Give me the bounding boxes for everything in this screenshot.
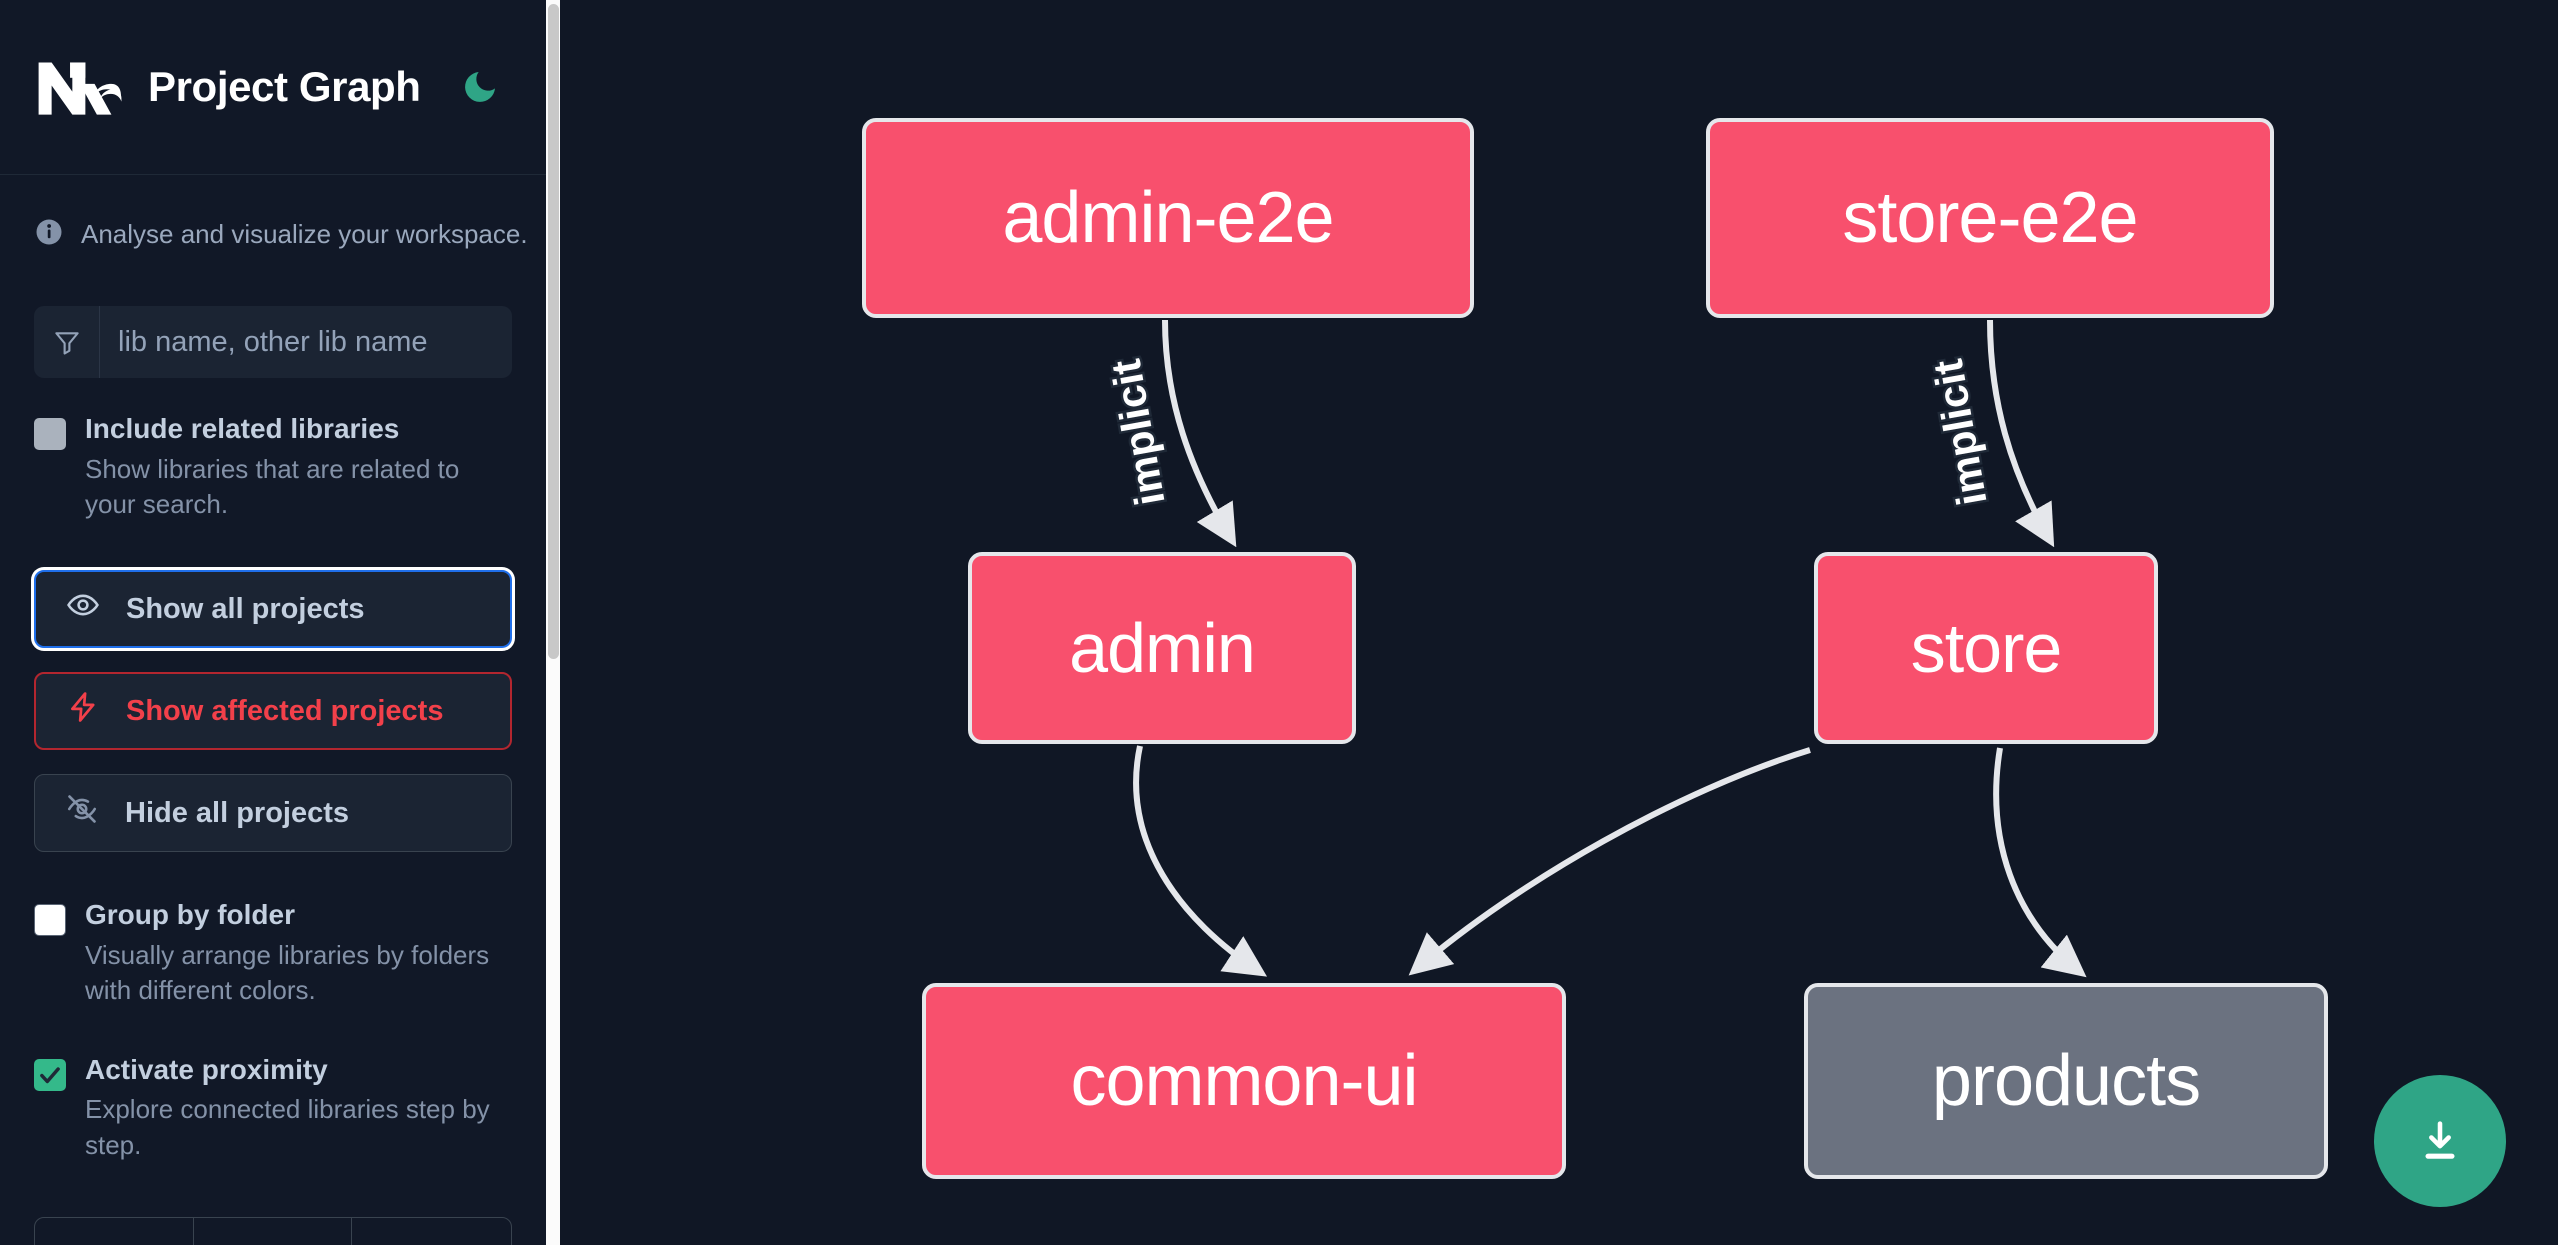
graph-node-label: store: [1910, 609, 2063, 687]
show-affected-projects-button[interactable]: Show affected projects: [34, 672, 512, 751]
sidebar-body: Include related libraries Show libraries…: [0, 306, 546, 1245]
group-by-folder-checkbox[interactable]: [34, 904, 66, 937]
hide-all-projects-label: Hide all projects: [125, 796, 350, 829]
nx-logo-icon: [34, 57, 126, 117]
option-activate-proximity[interactable]: Activate proximity Explore connected lib…: [34, 1053, 512, 1163]
search-filter-row[interactable]: [34, 306, 512, 378]
edge-admin-e2e-to-admin: [1162, 319, 1237, 548]
download-graph-button[interactable]: [2374, 1075, 2506, 1207]
edge-admin-to-common-ui: [1133, 745, 1268, 977]
option-label: Include related libraries: [85, 413, 400, 444]
graph-node-label: admin-e2e: [1002, 178, 1334, 258]
graph-canvas[interactable]: implicit implicit admin-e2e store-e2e admi…: [560, 0, 2558, 1245]
sidebar-header: Project Graph: [0, 0, 546, 175]
edge-store-to-products: [1993, 747, 2087, 978]
project-visibility-buttons: Show all projects Show affected projects: [34, 570, 512, 853]
graph-node-label: admin: [1069, 609, 1256, 687]
graph-node-label: products: [1931, 1041, 2201, 1121]
sidebar-scroll-pane: Project Graph Analyse and visualize yo: [0, 0, 546, 1245]
option-label: Group by folder: [85, 899, 295, 931]
graph-node-label: common-ui: [1070, 1041, 1418, 1121]
show-affected-projects-label: Show affected projects: [126, 694, 444, 727]
tagline-text: Analyse and visualize your workspace.: [81, 219, 528, 249]
show-all-projects-button[interactable]: Show all projects: [34, 570, 512, 649]
edge-store-to-common-ui: [1408, 747, 1811, 976]
filter-funnel-icon: [34, 306, 100, 378]
display-options: Group by folder Visually arrange librari…: [34, 898, 512, 1163]
edge-label-implicit-store: implicit: [1921, 354, 1998, 512]
graph-node-products[interactable]: products: [1804, 983, 2328, 1179]
graph-node-common-ui[interactable]: common-ui: [922, 983, 1566, 1179]
page-title: Project Graph: [148, 63, 421, 110]
include-related-libraries-checkbox[interactable]: [34, 418, 66, 450]
segment-2[interactable]: [194, 1217, 353, 1245]
hide-all-projects-button[interactable]: Hide all projects: [34, 774, 512, 853]
proximity-step-segmented-control[interactable]: [34, 1216, 512, 1245]
edge-label-text: implicit: [1102, 356, 1174, 509]
option-description: Explore connected libraries step by step…: [85, 1094, 490, 1160]
moon-icon[interactable]: [457, 64, 503, 110]
segment-1[interactable]: [35, 1217, 194, 1245]
edge-label-implicit-admin: implicit: [1099, 354, 1176, 512]
eye-icon: [66, 588, 100, 630]
graph-node-admin[interactable]: admin: [968, 552, 1356, 744]
sidebar-scrollbar-track[interactable]: [546, 0, 560, 1245]
edge-label-text: implicit: [1924, 356, 1996, 509]
activate-proximity-checkbox[interactable]: [34, 1058, 66, 1091]
graph-node-admin-e2e[interactable]: admin-e2e: [862, 118, 1474, 318]
graph-node-store-e2e[interactable]: store-e2e: [1706, 118, 2274, 318]
graph-node-store[interactable]: store: [1814, 552, 2158, 744]
eye-off-icon: [65, 792, 99, 834]
workspace-tagline: Analyse and visualize your workspace.: [0, 175, 546, 252]
segment-3[interactable]: [352, 1218, 511, 1245]
option-label: Activate proximity: [85, 1053, 328, 1085]
download-icon: [2425, 1121, 2455, 1159]
sidebar: Project Graph Analyse and visualize yo: [0, 0, 560, 1245]
option-group-by-folder[interactable]: Group by folder Visually arrange librari…: [34, 898, 512, 1008]
graph-edges: implicit implicit: [1099, 319, 2087, 978]
option-include-related-libraries[interactable]: Include related libraries Show libraries…: [34, 412, 512, 522]
search-input[interactable]: [100, 306, 512, 378]
sidebar-scrollbar-thumb[interactable]: [548, 4, 559, 659]
edge-store-e2e-to-store: [1987, 319, 2055, 548]
show-all-projects-label: Show all projects: [126, 592, 365, 625]
info-icon: [34, 217, 64, 252]
option-description: Visually arrange libraries by folders wi…: [85, 939, 490, 1006]
lightning-bolt-icon: [66, 690, 100, 732]
graph-node-label: store-e2e: [1842, 178, 2138, 258]
option-description: Show libraries that are related to your …: [85, 453, 460, 519]
